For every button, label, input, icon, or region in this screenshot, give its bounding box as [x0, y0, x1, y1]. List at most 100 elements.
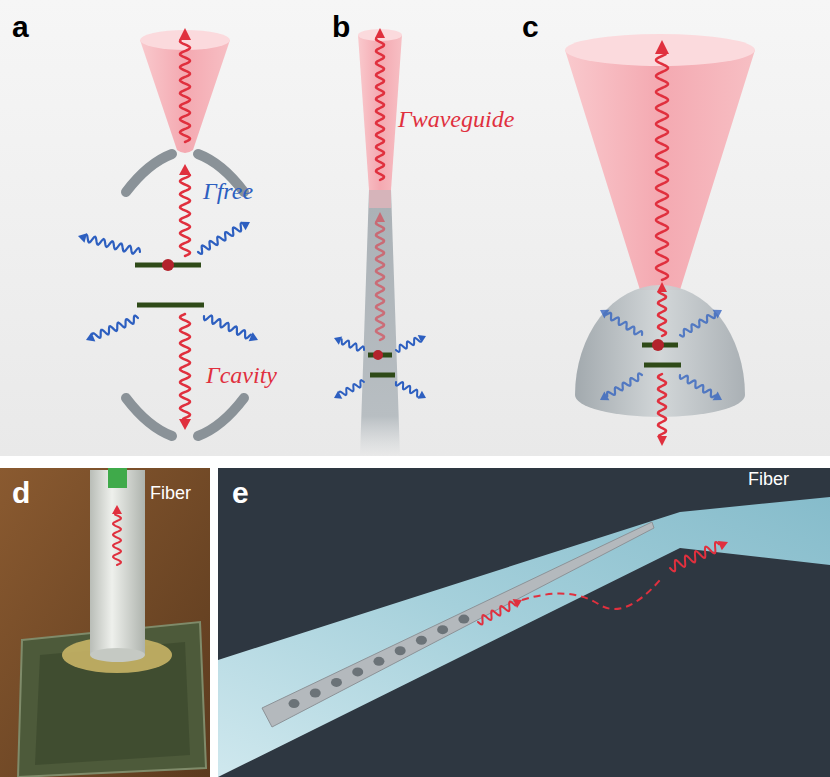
- arrow-head: [600, 392, 609, 401]
- tapered-fiber: [218, 497, 830, 777]
- part-label: Fiber: [150, 484, 191, 504]
- energy-level: [644, 363, 681, 368]
- photonic-hole: [395, 646, 406, 655]
- wave-line: [656, 54, 668, 280]
- arrow-head: [334, 336, 342, 344]
- cavity-mirror: [198, 398, 244, 436]
- panel-letter: c: [522, 12, 539, 42]
- energy-level: [370, 373, 395, 378]
- cavity-mirror: [126, 398, 172, 436]
- arrow-head: [418, 335, 426, 343]
- part-label: Fiber: [748, 470, 789, 490]
- arrow-head: [375, 212, 385, 222]
- arrow-head: [718, 541, 728, 550]
- wave-line: [658, 374, 666, 436]
- render-background: [218, 468, 830, 777]
- cone-top: [565, 34, 755, 66]
- photonic-hole: [373, 657, 384, 666]
- arrow-head: [241, 222, 250, 231]
- arrow-head: [713, 392, 722, 401]
- wave-line: [680, 314, 715, 337]
- wave-line: [180, 175, 190, 256]
- wave-line: [478, 602, 515, 625]
- wave-line: [680, 375, 716, 397]
- wave-line: [376, 38, 384, 180]
- photonic-hole: [331, 678, 342, 687]
- wave-arrow: [334, 336, 364, 350]
- photonic-hole: [458, 615, 469, 624]
- wave-line: [87, 235, 140, 254]
- wave-line: [180, 40, 190, 142]
- panel-letter: d: [12, 478, 30, 508]
- wave-line: [396, 382, 418, 397]
- wave-line: [607, 313, 643, 335]
- guide-glow: [369, 190, 391, 208]
- arrow-head: [657, 282, 667, 292]
- cavity-mirror: [126, 154, 172, 192]
- wave-arrow: [657, 282, 667, 336]
- output-cone: [140, 40, 230, 153]
- arrow-head: [179, 164, 191, 175]
- wave-arrow: [657, 374, 667, 446]
- wave-arrow: [112, 505, 122, 565]
- wave-arrow: [375, 28, 385, 180]
- arrow-head: [600, 310, 609, 319]
- wave-line: [339, 380, 364, 395]
- arrow-head: [112, 505, 122, 514]
- wave-arrow: [600, 374, 642, 401]
- arrow-head: [78, 233, 87, 243]
- wave-line: [93, 316, 138, 338]
- wave-arrow: [179, 314, 191, 430]
- wave-line: [342, 339, 364, 350]
- wave-arrow: [396, 382, 426, 399]
- figure-panel: d: [0, 468, 210, 777]
- wave-line: [180, 314, 190, 419]
- emitter-dot: [652, 339, 664, 351]
- rate-label: Γcavity: [206, 362, 277, 388]
- wave-arrow: [78, 233, 140, 254]
- fiber-jacket: [108, 468, 127, 488]
- photo-background: [0, 468, 210, 777]
- arrow-head: [418, 391, 426, 399]
- arrow-head: [249, 332, 258, 341]
- wave-line: [607, 374, 642, 397]
- ferrule-bottom: [90, 648, 145, 662]
- arrow-head: [713, 310, 722, 319]
- photonic-hole: [352, 667, 363, 676]
- wave-line: [204, 315, 251, 338]
- wave-line: [198, 223, 241, 254]
- fiber-ferrule: [90, 470, 145, 655]
- top-background: [0, 0, 830, 456]
- wave-arrow: [396, 335, 426, 352]
- wave-arrow: [680, 375, 722, 400]
- wave-arrow: [670, 541, 728, 571]
- emitter-dot: [373, 350, 383, 360]
- arrow-head: [513, 599, 522, 608]
- energy-level: [137, 303, 204, 308]
- arrow-head: [657, 436, 667, 446]
- panel-letter: a: [12, 12, 29, 42]
- photonic-hole: [289, 699, 300, 708]
- emitter-dot: [162, 259, 174, 271]
- photonic-hole: [437, 625, 448, 634]
- solid-immersion-lens: [575, 285, 745, 417]
- figure-panel: b: [290, 0, 490, 456]
- photonic-hole: [416, 636, 427, 645]
- wave-arrow: [334, 380, 364, 398]
- rate-label: Γfree: [203, 178, 253, 204]
- arrow-head: [375, 28, 385, 38]
- output-cone: [565, 50, 755, 290]
- arrow-head: [179, 419, 191, 430]
- nanobeam: [262, 522, 654, 727]
- wave-arrow: [680, 310, 722, 337]
- wave-arrow: [204, 315, 258, 341]
- wave-line: [670, 542, 719, 571]
- wave-arrow: [375, 212, 385, 340]
- wave-line: [376, 222, 384, 340]
- wave-arrow: [179, 28, 191, 142]
- figure-panel: e: [218, 468, 830, 777]
- wave-line: [658, 292, 666, 336]
- panel-letter: b: [332, 12, 350, 42]
